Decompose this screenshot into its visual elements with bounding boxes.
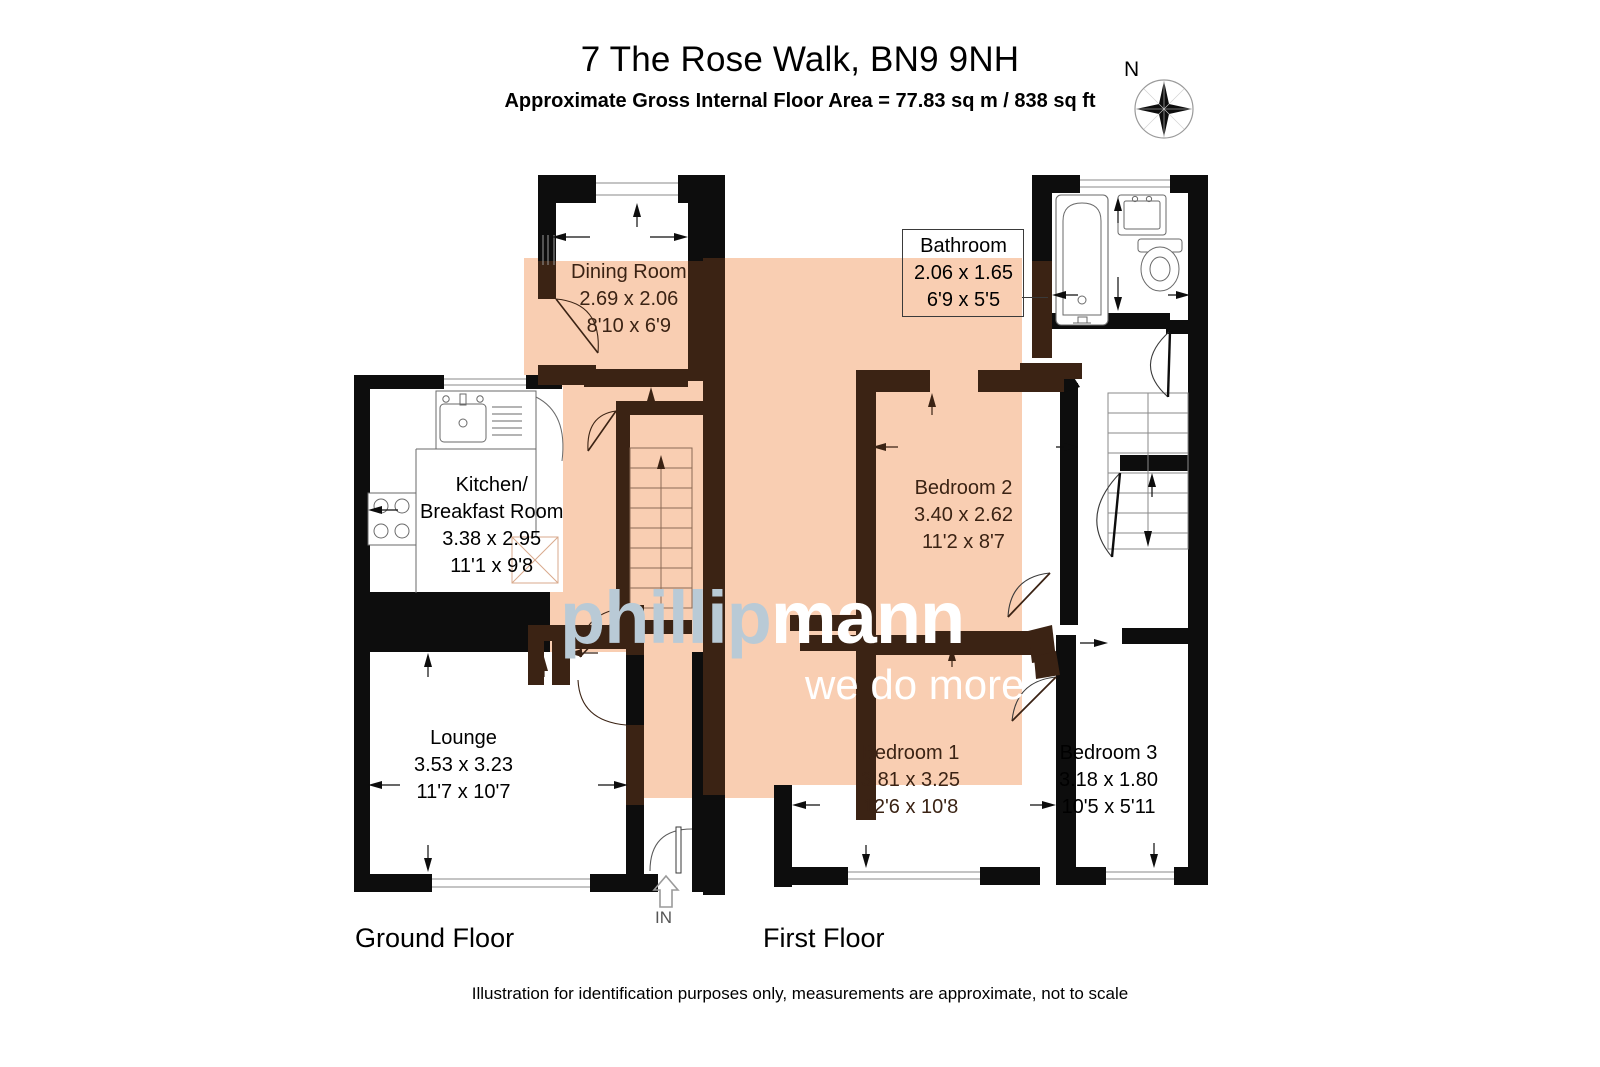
room-label-lounge: Lounge 3.53 x 3.23 11'7 x 10'7: [414, 727, 513, 803]
bathroom-label-leader-line: [1022, 297, 1048, 298]
room-label-bedroom-1: Bedroom 1 3.81 x 3.25 12'6 x 10'8: [861, 742, 960, 818]
dimension-arrows: [368, 203, 688, 872]
page-title: 7 The Rose Walk, BN9 9NH: [580, 40, 1020, 79]
room-label-bathroom: Bathroom 2.06 x 1.65 6'9 x 5'5: [914, 235, 1013, 311]
basin-icon: [1117, 194, 1167, 236]
sink-icon: [435, 390, 537, 450]
door-swing: [555, 298, 627, 726]
toilet-icon: [1137, 238, 1183, 292]
entrance-label: IN: [655, 908, 672, 927]
room-label-dining-room: Dining Room 2.69 x 2.06 8'10 x 6'9: [571, 261, 687, 337]
stairs-up-icon: [629, 447, 693, 609]
compass-rose-icon: [1133, 78, 1195, 140]
appliance-icon: [511, 536, 559, 584]
party-wall: [703, 175, 725, 895]
bathtub-icon: [1055, 194, 1109, 326]
bathroom-label-box: [902, 229, 1024, 317]
first-floor-label: First Floor: [763, 923, 885, 953]
compass-north-label: N: [1124, 58, 1140, 81]
dimension-arrows-brown: [540, 387, 655, 677]
dimension-arrows: [792, 197, 1190, 868]
room-label-kitchen-breakfast-room: Kitchen/ Breakfast Room 3.38 x 2.95 11'1…: [420, 474, 564, 577]
door-swing: [1007, 330, 1172, 722]
room-label-bedroom-3: Bedroom 3 3.18 x 1.80 10'5 x 5'11: [1059, 742, 1158, 818]
ground-floor-label: Ground Floor: [355, 923, 515, 953]
stairs-down-icon: [1107, 392, 1189, 550]
up-arrow-icon: [652, 874, 680, 908]
first-floor-plan: [774, 175, 1208, 887]
hob-icon: [367, 492, 417, 546]
room-label-bedroom-2: Bedroom 2 3.40 x 2.62 11'2 x 8'7: [914, 477, 1013, 553]
dimension-arrows-brown: [872, 393, 956, 667]
floor-area-subtitle: Approximate Gross Internal Floor Area = …: [504, 90, 1096, 112]
disclaimer-text: Illustration for identification purposes…: [471, 984, 1129, 1003]
